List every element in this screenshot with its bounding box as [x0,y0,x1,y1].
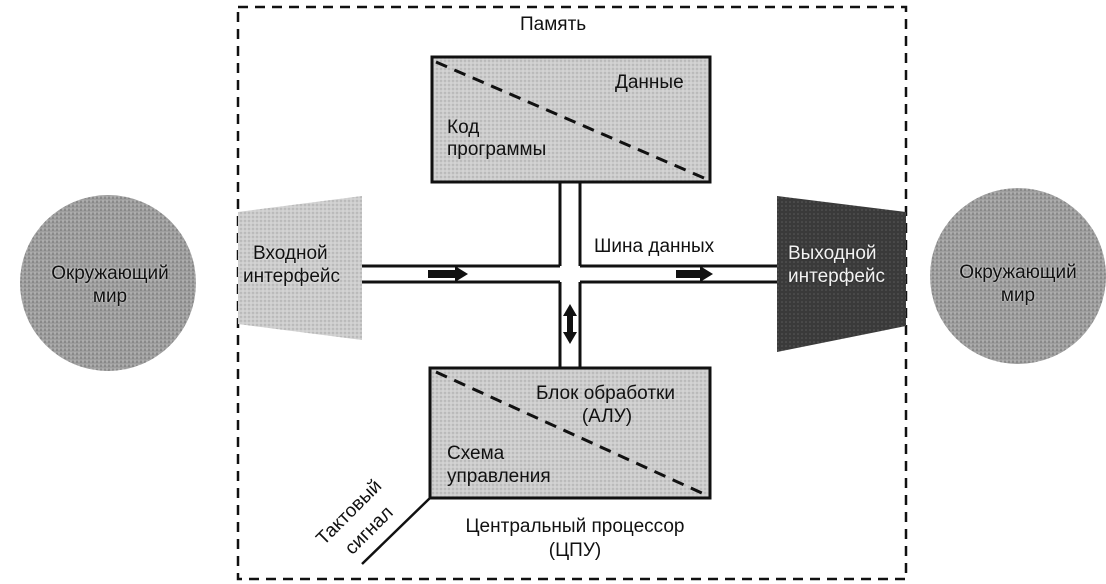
output-interface-shape [777,196,906,352]
bus-arrow-vertical [563,304,577,344]
memory-data-label: Данные [615,72,684,93]
bus-label: Шина данных [594,236,715,257]
cpu-alu-label-2: (АЛУ) [581,406,633,427]
cpu-title-2: (ЦПУ) [548,540,602,561]
output-interface-label-1: Выходной [788,243,877,264]
world-right-label-2: мир [1000,285,1036,306]
bus-arrow-right [676,266,713,282]
world-left-label-1: Окружающий [51,263,169,284]
input-interface-shape [238,196,362,340]
memory-divider [435,60,705,180]
data-bus [362,182,777,368]
memory-label: Память [520,14,587,35]
world-left-label-2: мир [92,286,128,307]
clock-signal-line [361,497,431,565]
input-interface-label-1: Входной [253,243,328,264]
input-interface-label-2: интерфейс [243,266,341,287]
cpu-alu-label-1: Блок обработки [536,383,675,404]
world-right-label-1: Окружающий [959,262,1077,283]
bus-arrow-left [428,266,468,282]
world-right-circle [930,188,1106,364]
cpu-divider [435,370,705,496]
cpu-control-label-2: управления [447,466,551,487]
memory-code-label-2: программы [447,139,547,160]
world-left-circle [20,195,196,371]
memory-code-label-1: Код [447,117,480,138]
cpu-control-label-1: Схема [447,443,505,464]
cpu-title-1: Центральный процессор [465,516,685,537]
output-interface-label-2: интерфейс [788,266,886,287]
